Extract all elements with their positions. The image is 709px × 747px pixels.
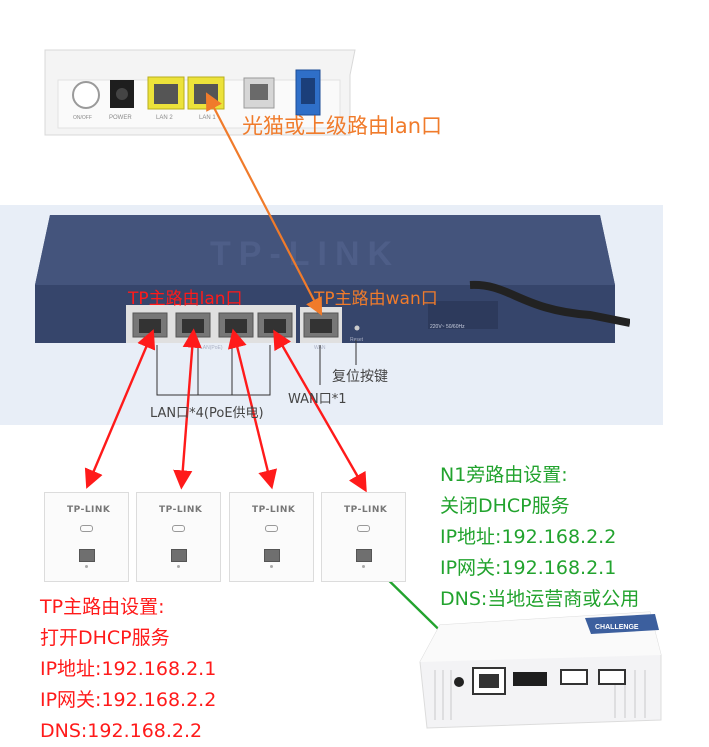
ap-led-icon xyxy=(80,525,93,532)
tp-settings-title: TP主路由设置: xyxy=(40,592,216,623)
reset-caption: 复位按键 xyxy=(332,366,388,386)
tp-settings-dhcp: 打开DHCP服务 xyxy=(40,623,216,654)
ap-indicator-dot xyxy=(362,565,365,568)
tp-settings-gateway: IP网关:192.168.2.2 xyxy=(40,685,216,716)
ap-brand-label: TP-LINK xyxy=(67,505,110,515)
n1-settings-title: N1旁路由设置: xyxy=(440,460,639,491)
n1-power-port xyxy=(454,677,464,687)
n1-usb-port-2 xyxy=(599,670,625,684)
n1-settings-dhcp: 关闭DHCP服务 xyxy=(440,491,639,522)
ap-indicator-dot xyxy=(270,565,273,568)
n1-usb-port-1 xyxy=(561,670,587,684)
access-point-3: TP-LINK xyxy=(229,492,314,582)
ap-led-icon xyxy=(172,525,185,532)
wan-count-caption: WAN口*1 xyxy=(288,388,347,407)
tp-settings-panel: TP主路由设置: 打开DHCP服务 IP地址:192.168.2.1 IP网关:… xyxy=(40,592,216,747)
n1-settings-gateway: IP网关:192.168.2.1 xyxy=(440,553,639,584)
n1-box: CHALLENGE xyxy=(415,600,665,740)
ap-brand-label: TP-LINK xyxy=(344,505,387,515)
tp-settings-ip: IP地址:192.168.2.1 xyxy=(40,654,216,685)
lan-count-caption: LAN口*4(PoE供电) xyxy=(150,402,264,421)
access-point-4: TP-LINK xyxy=(321,492,406,582)
ap-ethernet-port xyxy=(356,549,372,562)
modem-to-wan-link xyxy=(210,100,318,308)
ap-ethernet-port xyxy=(264,549,280,562)
n1-settings-panel: N1旁路由设置: 关闭DHCP服务 IP地址:192.168.2.2 IP网关:… xyxy=(440,460,639,615)
n1-settings-ip: IP地址:192.168.2.2 xyxy=(440,522,639,553)
ap-brand-label: TP-LINK xyxy=(159,505,202,515)
n1-brand-label: CHALLENGE xyxy=(595,624,639,631)
lan1-to-ap1-link xyxy=(90,338,150,480)
ap-indicator-dot xyxy=(177,565,180,568)
tp-settings-dns: DNS:192.168.2.2 xyxy=(40,716,216,747)
access-point-2: TP-LINK xyxy=(136,492,221,582)
ap-indicator-dot xyxy=(85,565,88,568)
ap-ethernet-port xyxy=(79,549,95,562)
ap-led-icon xyxy=(357,525,370,532)
n1-settings-dns: DNS:当地运营商或公用 xyxy=(440,584,639,615)
n1-hdmi-port xyxy=(513,672,547,686)
ap-led-icon xyxy=(265,525,278,532)
ap-brand-label: TP-LINK xyxy=(252,505,295,515)
ap-ethernet-port xyxy=(171,549,187,562)
access-point-1: TP-LINK xyxy=(44,492,129,582)
